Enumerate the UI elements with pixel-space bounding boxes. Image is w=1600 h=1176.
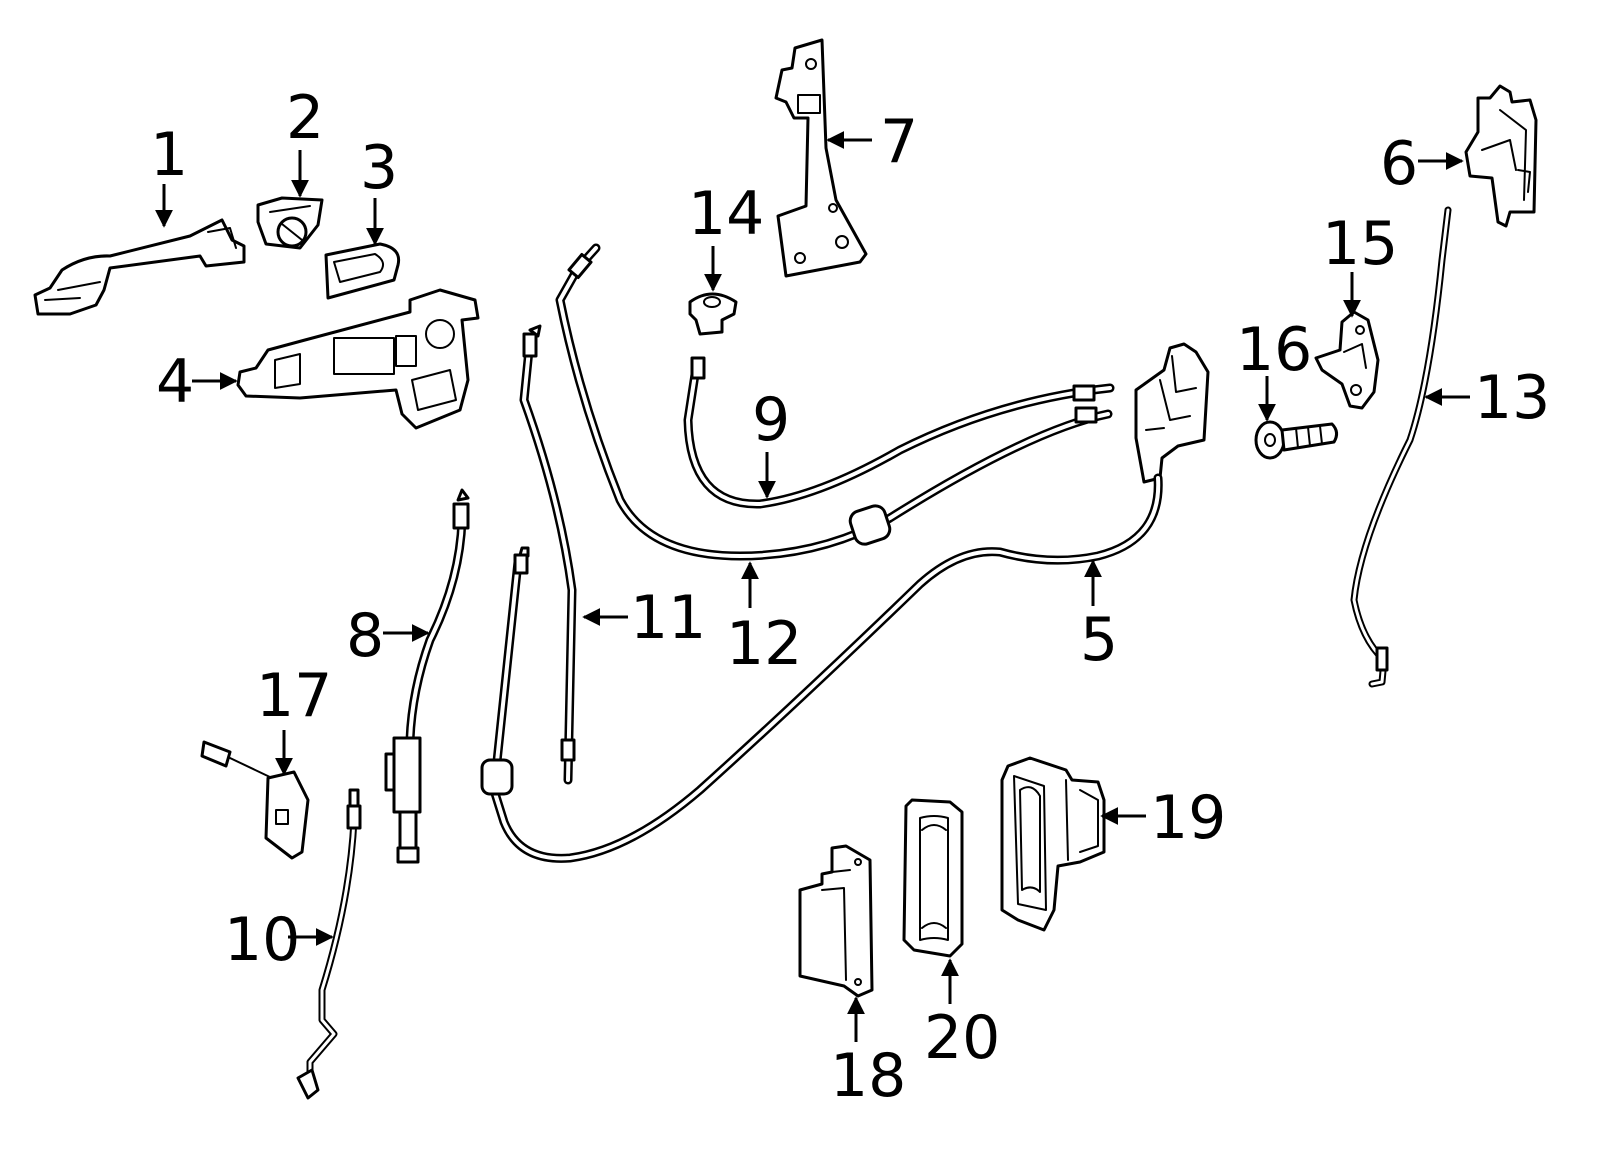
part-8-cable: [384, 488, 470, 864]
part-1-outside-handle: [33, 218, 246, 316]
callout-15: 15: [1322, 209, 1398, 318]
callout-12: 12: [726, 561, 802, 679]
svg-text:20: 20: [924, 1003, 1000, 1073]
callout-18: 18: [830, 996, 906, 1111]
door-latch-assembly: [1134, 342, 1210, 484]
callout-13: 13: [1424, 363, 1550, 433]
callout-4: 4: [156, 347, 238, 417]
callout-11: 11: [582, 583, 706, 653]
svg-text:12: 12: [726, 609, 802, 679]
svg-text:8: 8: [346, 601, 384, 671]
callout-14: 14: [688, 179, 764, 292]
callout-19: 19: [1100, 783, 1226, 853]
part-9-cable: [683, 356, 1115, 509]
callout-2: 2: [286, 83, 324, 198]
svg-text:16: 16: [1236, 315, 1312, 385]
svg-text:10: 10: [224, 905, 300, 975]
part-11-cable: [519, 324, 577, 785]
svg-text:2: 2: [286, 83, 324, 153]
part-20-bezel: [902, 798, 964, 958]
part-2-lock-cylinder: [256, 196, 324, 250]
part-3-handle-cover: [324, 242, 401, 300]
svg-text:15: 15: [1322, 209, 1398, 279]
part-13-rod: [1350, 206, 1452, 688]
callout-1: 1: [150, 120, 188, 228]
svg-text:18: 18: [830, 1041, 906, 1111]
part-19-handle-housing: [1000, 756, 1106, 932]
callout-5: 5: [1080, 559, 1118, 675]
callout-8: 8: [346, 601, 430, 671]
part-10-rod: [296, 788, 362, 1100]
part-6-lock-actuator: [1464, 84, 1538, 228]
part-7-bracket: [774, 38, 868, 278]
callout-16: 16: [1236, 315, 1312, 422]
callout-17: 17: [256, 661, 332, 776]
svg-text:14: 14: [688, 179, 764, 249]
callout-9: 9: [752, 385, 790, 499]
part-5-cable: [480, 473, 1163, 863]
svg-text:9: 9: [752, 385, 790, 455]
callout-7: 7: [826, 107, 918, 177]
callout-20: 20: [924, 958, 1000, 1073]
part-18-handle: [798, 844, 874, 998]
svg-text:3: 3: [360, 133, 398, 203]
callout-3: 3: [360, 133, 398, 246]
part-15-latch-plate: [1314, 310, 1380, 410]
svg-text:6: 6: [1380, 129, 1418, 199]
part-16-bolt: [1254, 420, 1339, 460]
callout-6: 6: [1380, 129, 1464, 199]
svg-text:11: 11: [630, 583, 706, 653]
part-17-sensor: [200, 740, 310, 860]
svg-text:19: 19: [1150, 783, 1226, 853]
svg-text:13: 13: [1474, 363, 1550, 433]
part-12-cable: [555, 243, 1113, 561]
svg-text:4: 4: [156, 347, 194, 417]
svg-text:7: 7: [880, 107, 918, 177]
part-14-grommet: [688, 292, 738, 336]
callout-10: 10: [224, 905, 334, 975]
part-4-handle-bracket: [236, 288, 480, 430]
svg-text:5: 5: [1080, 605, 1118, 675]
svg-text:17: 17: [256, 661, 332, 731]
svg-text:1: 1: [150, 120, 188, 190]
